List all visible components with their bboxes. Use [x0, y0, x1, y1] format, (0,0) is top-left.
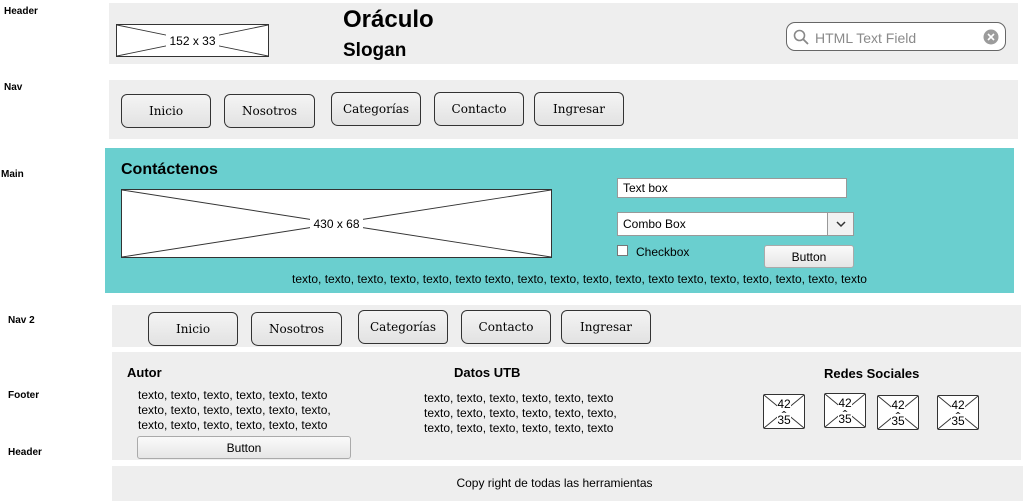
main-button[interactable]: Button [764, 245, 854, 268]
site-slogan: Slogan [343, 40, 407, 61]
redes-title: Redes Sociales [824, 366, 920, 381]
social-icon[interactable]: 42 35 [763, 394, 805, 429]
nav2-inicio[interactable]: Inicio [148, 312, 238, 346]
clear-icon[interactable] [983, 29, 999, 45]
social-icon-top: 42 [891, 398, 905, 412]
label-footer: Footer [8, 390, 40, 401]
nav2-ingresar[interactable]: Ingresar [561, 310, 651, 344]
label-header2: Header [8, 447, 42, 458]
main-body-text: texto, texto, texto, texto, texto, texto… [292, 272, 867, 286]
label-main: Main [1, 169, 24, 180]
checkbox-label: Checkbox [636, 245, 690, 259]
autor-line: texto, texto, texto, texto, texto, texto [138, 418, 328, 432]
datos-line: texto, texto, texto, texto, texto, texto… [424, 406, 617, 420]
label-nav: Nav [4, 82, 23, 93]
social-icon-bottom: 35 [777, 413, 791, 427]
autor-text: texto, texto, texto, texto, texto, texto… [138, 388, 331, 433]
nav2-contacto[interactable]: Contacto [461, 310, 551, 344]
text-box[interactable]: Text box [617, 178, 847, 198]
autor-button[interactable]: Button [137, 436, 351, 459]
social-icon-bottom: 35 [891, 414, 905, 428]
nav-contacto[interactable]: Contacto [434, 92, 524, 126]
nav-inicio[interactable]: Inicio [121, 94, 211, 128]
social-icon-top: 42 [777, 397, 791, 411]
datos-text: texto, texto, texto, texto, texto, texto… [424, 391, 617, 436]
logo-placeholder-label: 152 x 33 [166, 33, 219, 48]
nav-ingresar[interactable]: Ingresar [534, 92, 624, 126]
social-icon-bottom: 35 [838, 412, 852, 426]
autor-title: Autor [127, 365, 162, 380]
chevron-down-icon [835, 220, 846, 227]
label-header: Header [4, 6, 38, 17]
nav2-categorias[interactable]: Categorías [358, 310, 448, 344]
nav2-nosotros[interactable]: Nosotros [251, 312, 342, 346]
social-icon-bottom: 35 [951, 414, 965, 428]
main-image-placeholder: 430 x 68 [121, 189, 552, 258]
label-nav2: Nav 2 [8, 315, 35, 326]
logo-placeholder: 152 x 33 [116, 24, 269, 57]
nav-categorias[interactable]: Categorías [331, 92, 421, 126]
social-icon-top: 42 [838, 396, 852, 410]
copyright-text: Copy right de todas las herramientas [456, 476, 653, 490]
combo-arrow[interactable] [827, 213, 853, 235]
checkbox[interactable] [617, 245, 628, 256]
combo-box[interactable]: Combo Box [617, 212, 854, 236]
main-image-label: 430 x 68 [310, 216, 363, 231]
text-box-value: Text box [623, 181, 668, 195]
social-icon-top: 42 [951, 398, 965, 412]
autor-line: texto, texto, texto, texto, texto, texto… [138, 403, 331, 417]
social-icon[interactable]: 42 35 [824, 393, 866, 428]
search-input[interactable] [813, 28, 977, 48]
social-icon[interactable]: 42 35 [937, 395, 979, 430]
search-icon [793, 29, 809, 45]
site-title: Oráculo [343, 6, 434, 33]
datos-line: texto, texto, texto, texto, texto, texto [424, 421, 614, 435]
datos-line: texto, texto, texto, texto, texto, texto [424, 391, 614, 405]
combo-box-value: Combo Box [623, 217, 686, 231]
main-title: Contáctenos [121, 161, 218, 178]
datos-title: Datos UTB [454, 365, 521, 380]
autor-line: texto, texto, texto, texto, texto, texto [138, 388, 328, 402]
copyright-band [112, 466, 1023, 501]
social-icon[interactable]: 42 35 [877, 395, 919, 430]
search-field[interactable] [786, 22, 1006, 51]
nav-nosotros[interactable]: Nosotros [224, 94, 315, 128]
